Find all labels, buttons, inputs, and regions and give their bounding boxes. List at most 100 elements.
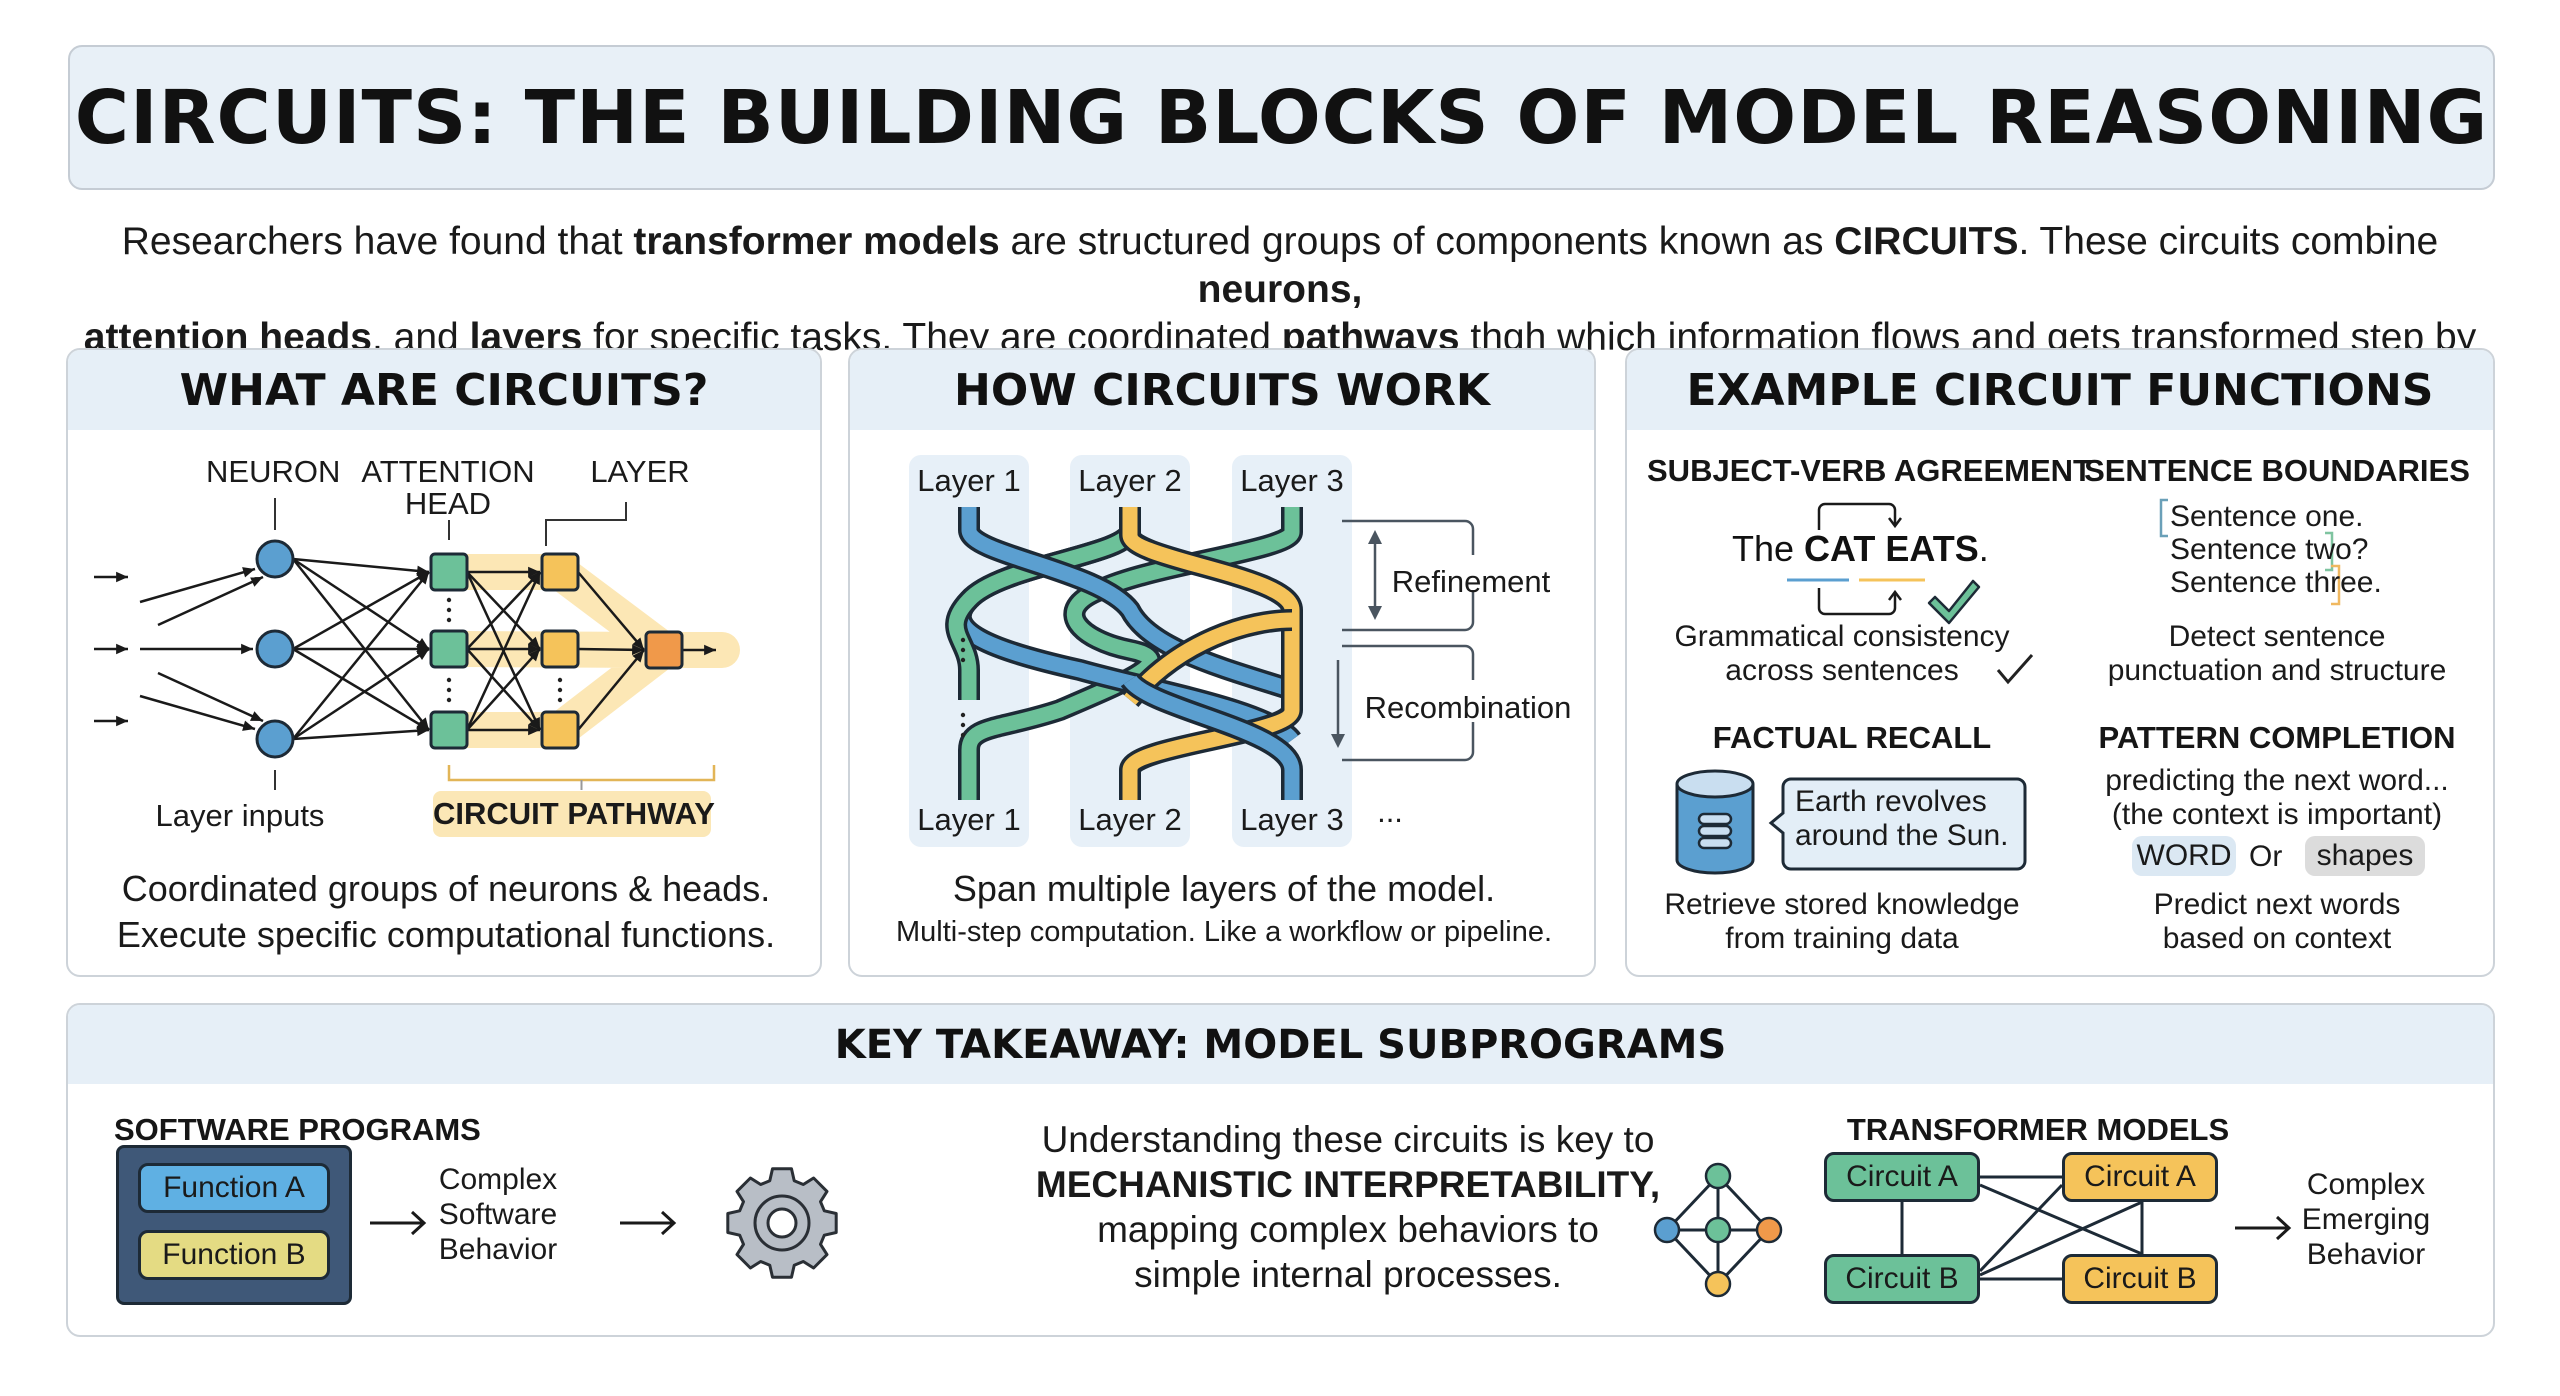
layer-top-1: Layer 1 [917,463,1021,498]
subject-verb-heading: SUBJECT-VERB AGREEMENT [1647,453,2092,488]
neuron-in-arrow-x1 [157,575,264,627]
agreement-arrow-bottom-head [1888,589,1902,601]
page-title: CIRCUITS: THE BUILDING BLOCKS OF MODEL R… [74,74,2489,161]
software-result-2: Software [438,1198,558,1231]
neural-network-diagram [94,498,740,790]
subject-verb-arrows [1787,502,1981,625]
arrow-right-icon [370,1210,427,1236]
green-check-icon [1927,579,1981,625]
g1-y1-edge-head [528,643,540,655]
circuit-link-6 [1979,1200,2143,1277]
n2-g0-edge-head [417,572,429,585]
ellipsis-dot [557,697,563,703]
layer-top-2: Layer 2 [1078,463,1182,498]
graph-node-bottom [1704,1270,1732,1298]
strand-green-c [948,507,1138,700]
g0-y1-edge-head [527,636,540,649]
panel-what-are-circuits: WHAT ARE CIRCUITS? NEURON ATTENTION HEAD… [66,348,822,977]
ellipsis-dot [960,712,966,718]
n2-g2-edge [292,728,430,741]
circuit-a-yellow: Circuit A [2062,1152,2218,1202]
y2-o-edge-head [632,650,644,663]
g2-y2-edge-head [528,724,540,736]
panel-title: KEY TAKEAWAY: MODEL SUBPROGRAMS [68,1005,2493,1084]
graph-node-right [1755,1216,1783,1244]
neuron-label: NEURON [206,454,341,489]
panel-title: EXAMPLE CIRCUIT FUNCTIONS [1627,350,2493,430]
what-caption-1: Coordinated groups of neurons & heads. [121,868,771,909]
panel-key-takeaway: KEY TAKEAWAY: MODEL SUBPROGRAMS SOFTWARE… [66,1003,2495,1337]
input-arrow-2-head [116,715,128,727]
sentence-brackets [2159,498,2341,606]
n0-g0-edge [292,557,430,574]
database-icon [1675,769,1755,875]
word-the: The [1732,528,1805,569]
layer-leader-line [545,502,627,546]
pattern-desc-1: Predict next words [2153,888,2401,921]
strand-yellow-a [1122,507,1300,800]
intro-text: Researchers have found that [121,220,634,263]
attention-head-node-2 [429,710,469,750]
g2-y0-edge-head [530,572,540,585]
graph-node-center [1704,1216,1732,1244]
refinement-bracket [1342,519,1475,632]
output-node [644,630,684,670]
n1-g0-edge [292,570,430,651]
agreement-arrow-top [1817,502,1897,530]
ellipsis-dot [446,687,452,693]
layer-bottom-1: Layer 1 [917,802,1021,837]
bracket-sentence-two [2325,531,2334,572]
g2-y1-edge [466,648,541,731]
neuron-in-arrow-2-head [242,720,255,731]
y0-o-edge [577,571,645,651]
attention-head-label-1: ATTENTION [361,454,535,489]
intro-line-1: Researchers have found that transformer … [60,218,2500,314]
g0-y0-edge-head [528,566,540,578]
attention-head-node-0 [429,552,469,592]
function-a-block: Function A [138,1163,330,1213]
ellipsis-dot [960,657,966,663]
n2-g2-edge-head [416,725,429,737]
ellipsis-dot [446,677,452,683]
circuit-b-green: Circuit B [1824,1254,1980,1304]
factual-recall-desc-2: from training data [1725,922,1959,955]
takeaway-line-1: Understanding these circuits is key to [1041,1119,1655,1160]
pattern-line-1: predicting the next word... [2105,764,2449,797]
arrow-right-icon [2235,1215,2292,1241]
panel-title: WHAT ARE CIRCUITS? [68,350,820,430]
intro-text: . These circuits combine [2018,220,2439,263]
factual-recall-heading: FACTUAL RECALL [1712,720,1992,755]
gear-hole [766,1207,798,1239]
function-b-block: Function B [138,1230,330,1280]
neuron-node-0 [255,539,295,579]
gear-ring [753,1194,811,1252]
sentence-boundaries-desc-1: Detect sentence [2168,620,2386,653]
transformer-models-heading: TRANSFORMER MODELS [1846,1112,2230,1147]
how-caption-2: Multi-step computation. Like a workflow … [895,916,1553,948]
chip-or: Or [2249,840,2283,873]
ellipsis-dot [960,732,966,738]
word-eats: EATS [1885,528,1979,569]
g2-y0-edge [465,571,542,731]
recombination-label: Recombination [1364,690,1572,725]
g2-y1-edge-head [528,649,540,662]
subject-verb-desc-2: across sentences [1725,654,1959,687]
y0-o-edge-head [632,637,644,650]
neuron-node-1 [255,629,295,669]
subject-verb-desc-1: Grammatical consistency [1674,620,2010,653]
input-arrow-0-head [116,571,128,583]
ellipsis-dot [960,722,966,728]
takeaway-line-4: simple internal processes. [1134,1254,1562,1295]
takeaway-line-3: mapping complex behaviors to [1097,1209,1599,1250]
intro-emphasis: transformer models [633,220,1000,263]
bracket-sentence-one [2159,498,2168,538]
layer-strands-diagram [945,507,1475,800]
layer-node-1 [540,629,580,669]
sentence-one: Sentence one. [2170,500,2364,533]
intro-emphasis: CIRCUITS [1834,220,2019,263]
emerging-result-1: Complex [2306,1168,2426,1201]
bubble-line-1: Earth revolves [1795,785,1987,818]
pattern-completion-heading: PATTERN COMPLETION [2098,720,2456,755]
circuit-b-yellow: Circuit B [2062,1254,2218,1304]
speech-bubble [1768,777,2027,871]
